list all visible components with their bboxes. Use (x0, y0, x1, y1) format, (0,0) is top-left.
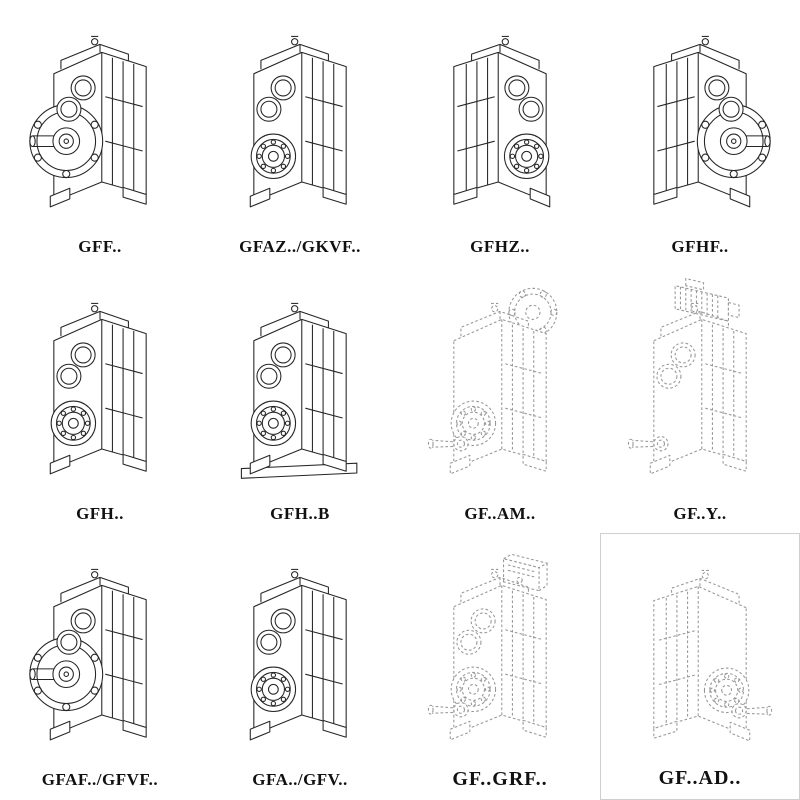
cell-gf-ad: GF..AD.. (600, 533, 800, 800)
gearbox-flange-output-right-drawing (607, 8, 793, 214)
type-label-gfaf-gfvf: GFAF../GFVF.. (41, 770, 159, 790)
cell-gfh-b: GFH..B (200, 267, 400, 534)
cell-gf-grf: GF..GRF.. (400, 533, 600, 800)
type-label-gfhz: GFHZ.. (470, 236, 530, 256)
cell-gf-y: GF..Y.. (600, 267, 800, 534)
gearbox-input-adapter-drawing (607, 542, 793, 748)
gearbox-hollow-shaft-front-drawing (207, 541, 393, 747)
cell-gfaz-gkvf: GFAZ../GKVF.. (200, 0, 400, 267)
type-label-gfh: GFH.. (76, 503, 124, 523)
type-label-gfhf: GFHF.. (671, 236, 729, 256)
cell-gfh: GFH.. (0, 267, 200, 534)
gearbox-shaft-mounted-drawing (7, 275, 193, 481)
gearbox-shaft-mounted-base-drawing (207, 275, 393, 481)
gearbox-cover-adapter-drawing (407, 541, 593, 747)
cell-gfaf-gfvf: GFAF../GFVF.. (0, 533, 200, 800)
cell-gfa-gfv: GFA../GFV.. (200, 533, 400, 800)
type-label-gf-grf: GF..GRF.. (452, 767, 548, 790)
gearbox-hollow-shaft-front-drawing (207, 8, 393, 214)
type-label-gf-y: GF..Y.. (673, 503, 727, 523)
type-label-gf-am: GF..AM.. (464, 503, 536, 523)
gearbox-with-motor-drawing (607, 275, 793, 481)
gearbox-flange-output-left-drawing (7, 8, 193, 214)
cell-gfhf: GFHF.. (600, 0, 800, 267)
gearbox-flange-output-left-drawing (7, 541, 193, 747)
type-label-gfaz-gkvf: GFAZ../GKVF.. (239, 236, 361, 256)
type-label-gf-ad: GF..AD.. (658, 766, 742, 789)
cell-gfhz: GFHZ.. (400, 0, 600, 267)
gearbox-iec-adapter-flange-drawing (407, 275, 593, 481)
type-label-gfa-gfv: GFA../GFV.. (252, 770, 348, 790)
gearbox-hollow-shaft-angled-drawing (407, 8, 593, 214)
cell-gff: GFF.. (0, 0, 200, 267)
type-label-gfh-b: GFH..B (270, 503, 330, 523)
type-label-gff: GFF.. (78, 236, 122, 256)
cell-gf-am: GF..AM.. (400, 267, 600, 534)
